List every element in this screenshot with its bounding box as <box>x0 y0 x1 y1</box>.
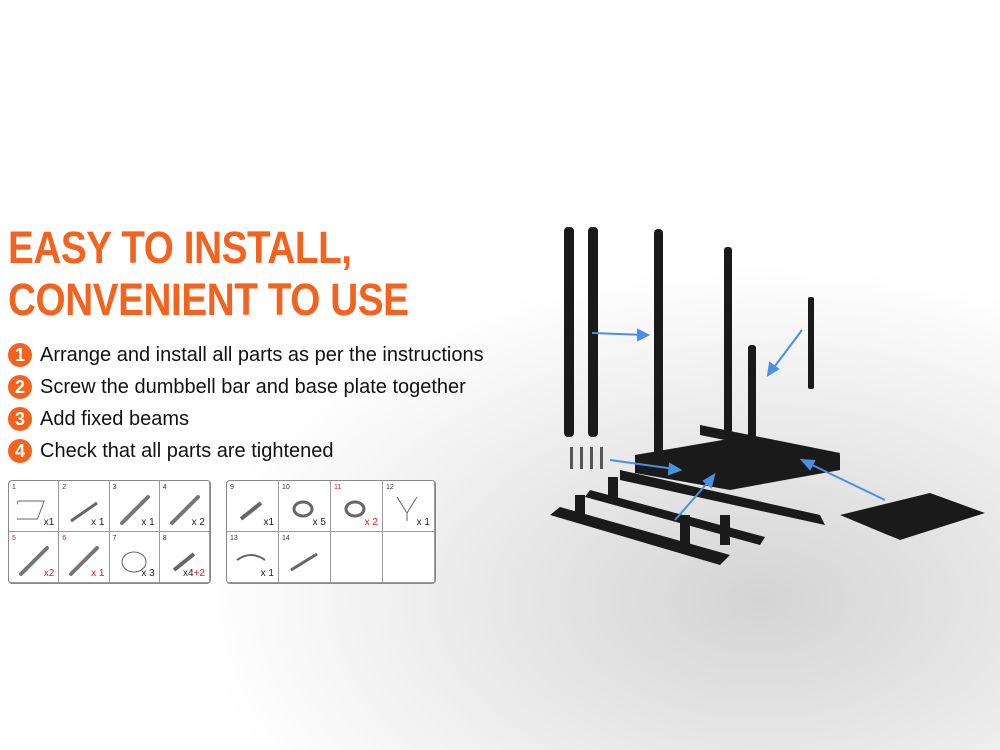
part-beam-icon <box>70 501 99 523</box>
part-number: 3 <box>112 484 117 491</box>
part-cell <box>383 532 435 583</box>
quantity-text: x 3 <box>141 568 155 579</box>
part-tube-icon <box>169 495 200 525</box>
part-cell: 9 x1 <box>227 481 279 532</box>
quantity-text: x 1 <box>91 568 105 579</box>
part-number: 4 <box>162 484 167 491</box>
parts-table-left: 1 x1 2 x 1 3 x 1 4 x 2 5 x2 6 x 1 7 x 3 8 x4+2 <box>8 480 211 584</box>
part-quantity: x 1 <box>91 568 104 579</box>
part-cell: 5 x2 <box>9 532 60 583</box>
part-wrench-icon <box>290 552 318 572</box>
part-cap-icon <box>121 551 146 573</box>
quantity-extra: +2 <box>193 568 205 579</box>
quantity-text: x 1 <box>91 517 105 528</box>
part-number: 12 <box>386 484 394 491</box>
step-number: 1 <box>8 343 32 367</box>
headline-line-1: EASY TO INSTALL, <box>8 222 352 273</box>
step-3: 3 Add fixed beams <box>8 403 484 435</box>
quantity-text: x 2 <box>364 517 378 528</box>
part-cell: 3 x 1 <box>109 481 160 532</box>
part-bolt-icon <box>172 552 195 572</box>
part-tube-icon <box>19 546 49 576</box>
part-plate-icon <box>17 500 45 520</box>
step-4: 4 Check that all parts are tightened <box>8 435 484 467</box>
part-cell: 1 x1 <box>9 481 60 532</box>
part-harness-icon <box>396 496 418 521</box>
part-number: 2 <box>62 484 67 491</box>
part-cell <box>331 532 383 583</box>
part-quantity: x 2 <box>365 517 378 528</box>
quantity-text: x1 <box>43 517 55 528</box>
part-washer-icon <box>344 500 366 518</box>
quantity-text: x 2 <box>191 517 205 528</box>
quantity-text: x4 <box>183 568 194 579</box>
step-text: Check that all parts are tightened <box>40 439 334 462</box>
part-number: 5 <box>12 535 16 542</box>
part-number: 9 <box>230 484 234 491</box>
quantity-text: x 1 <box>141 517 155 528</box>
part-quantity: x 3 <box>141 568 154 579</box>
part-tube-icon <box>69 546 100 576</box>
part-quantity: x2 <box>44 568 55 579</box>
part-number: 10 <box>282 484 290 491</box>
part-quantity: x 2 <box>192 517 205 528</box>
parts-table-right: 9 x1 10 x 5 11 x 2 12 x 1 13 x 1 14 <box>226 480 436 584</box>
part-number: 7 <box>112 535 117 542</box>
part-quantity: x 1 <box>91 517 104 528</box>
part-number: 1 <box>12 484 16 491</box>
part-cell: 13 x 1 <box>227 532 279 583</box>
part-cell: 10 x 5 <box>279 481 331 532</box>
part-cell: 11 x 2 <box>331 481 383 532</box>
steps-list: 1 Arrange and install all parts as per th… <box>8 339 484 467</box>
part-number: 14 <box>282 535 290 542</box>
step-2: 2 Screw the dumbbell bar and base plate t… <box>8 371 484 403</box>
part-strap-icon <box>236 554 266 561</box>
part-cell: 4 x 2 <box>159 481 210 532</box>
part-tube-icon <box>119 495 150 525</box>
part-cell: 7 x 3 <box>109 532 160 583</box>
part-number: 8 <box>162 535 167 542</box>
part-quantity: x 1 <box>141 517 154 528</box>
quantity-text: x 5 <box>312 517 326 528</box>
headline: EASY TO INSTALL, CONVENIENT TO USE <box>8 222 409 326</box>
part-quantity: x1 <box>263 517 274 528</box>
part-number: 11 <box>334 484 342 491</box>
part-quantity: x 5 <box>313 517 326 528</box>
part-quantity: x 1 <box>417 517 430 528</box>
quantity-text: x2 <box>43 568 55 579</box>
part-number: 6 <box>62 535 67 542</box>
step-text: Screw the dumbbell bar and base plate to… <box>40 375 466 398</box>
quantity-text: x 1 <box>416 517 430 528</box>
step-number: 3 <box>8 407 32 431</box>
part-bolt-icon <box>239 501 263 521</box>
part-cell: 6 x 1 <box>59 532 110 583</box>
step-text: Add fixed beams <box>40 407 189 430</box>
part-cell: 14 <box>279 532 331 583</box>
part-cell: 2 x 1 <box>59 481 110 532</box>
part-number: 13 <box>230 535 238 542</box>
part-quantity: x4+2 <box>183 568 205 579</box>
step-number: 2 <box>8 375 32 399</box>
quantity-text: x 1 <box>260 568 274 579</box>
part-washer-icon <box>292 500 314 518</box>
step-text: Arrange and install all parts as per the… <box>40 343 484 366</box>
sled-product-illustration <box>550 227 985 565</box>
quantity-text: x1 <box>263 517 274 528</box>
step-number: 4 <box>8 439 32 463</box>
part-quantity: x1 <box>44 517 55 528</box>
part-cell: 12 x 1 <box>383 481 435 532</box>
part-cell: 8 x4+2 <box>159 532 210 583</box>
headline-line-2: CONVENIENT TO USE <box>8 274 409 325</box>
step-1: 1 Arrange and install all parts as per th… <box>8 339 484 371</box>
part-quantity: x 1 <box>261 568 274 579</box>
